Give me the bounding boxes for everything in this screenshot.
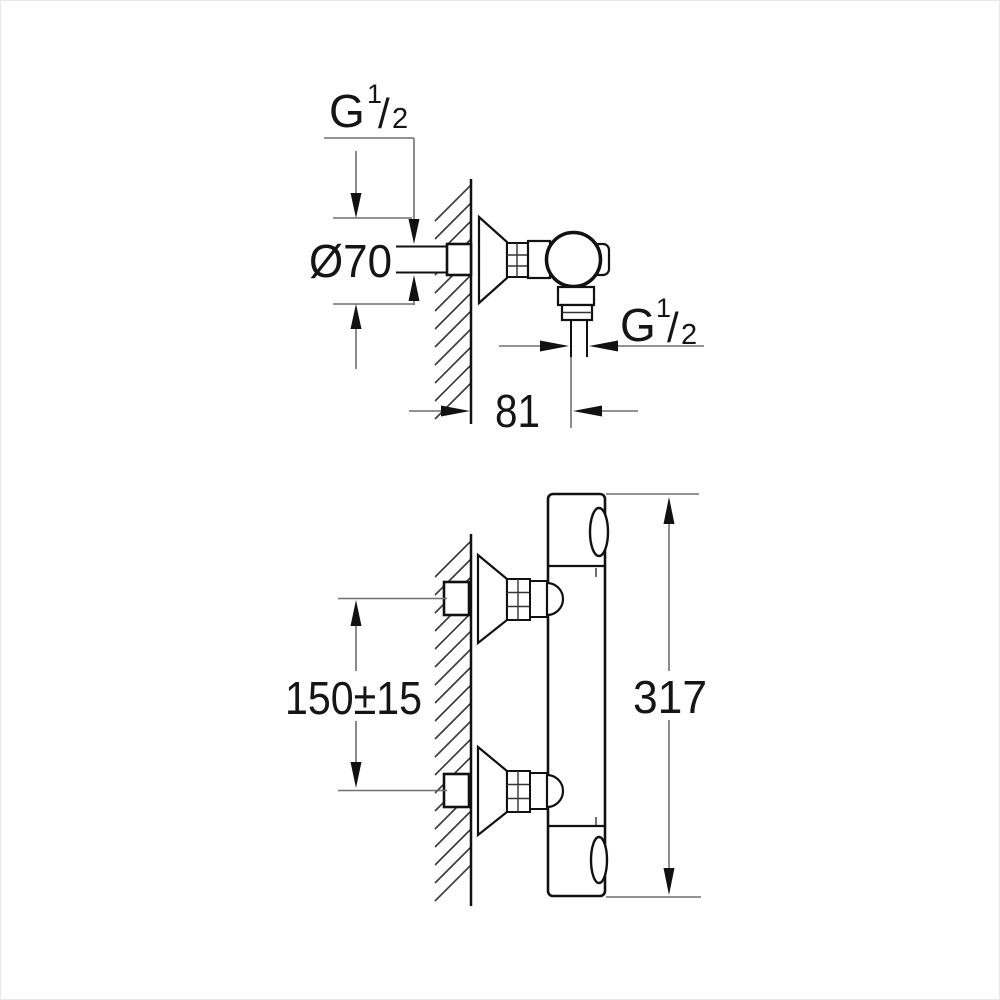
outlet-elbow (556, 285, 596, 307)
labels: G 1 / 2 Ø70 G 1 / 2 81 150±15 317 (285, 79, 707, 724)
spacing-arrow-up (350, 600, 362, 626)
height-arrow-up (663, 497, 675, 524)
bottom-knob-grip (589, 835, 609, 885)
rosette-dim-lines (333, 151, 414, 369)
bottom-nipple-square (442, 772, 471, 809)
supply-pipe-lines (396, 245, 447, 274)
outlet-thread-arrow-left (589, 340, 618, 352)
outlet-thread-label: G 1 / 2 (620, 293, 697, 351)
supply-nipple-square (445, 242, 473, 277)
wall-hatch (434, 184, 472, 420)
spacing-dimension-label: 150±15 (285, 672, 422, 724)
wall-thread-arrow-up (408, 275, 420, 301)
handle-knob (544, 230, 603, 289)
side-view (396, 179, 611, 428)
height-dimension-label: 317 (633, 671, 707, 723)
front-view (434, 492, 610, 906)
rosette-arrow-up (350, 304, 362, 329)
cap-lines (548, 564, 605, 828)
top-knob-grip (588, 506, 610, 558)
supply-pipe-fill (396, 247, 447, 272)
wall-thread-label: G 1 / 2 (329, 79, 408, 137)
depth-arrow-right (441, 405, 470, 417)
outlet-thread-label-sub: 2 (681, 319, 697, 351)
top-union-nut-facets (507, 579, 530, 620)
outlet-thread-label-sup: 1 (656, 293, 671, 323)
top-nipple-square (442, 580, 471, 617)
outlet-thread-label-base: G (620, 299, 656, 351)
spacing-dim-lines (338, 597, 447, 792)
outlet-thread-label-slash: / (667, 304, 679, 351)
bottom-union-nut-facets (507, 771, 530, 812)
bottom-inlet-bulge (545, 773, 565, 809)
wall-thread-label-base: G (329, 85, 365, 137)
outlet-thread-arrow-right (540, 340, 569, 352)
side-view-dimensions (324, 137, 704, 417)
wall-thread-label-slash: / (378, 90, 390, 137)
escutcheon-cone (477, 214, 509, 306)
bottom-escutcheon-cone (476, 744, 509, 838)
height-arrow-down (663, 868, 675, 895)
top-union-body (529, 580, 549, 618)
front-view-dimensions (338, 493, 701, 898)
spacing-arrow-down (350, 762, 362, 788)
wall-thread-arrow-down (408, 219, 420, 244)
top-escutcheon-cone (476, 552, 509, 646)
outlet-pipe (570, 320, 588, 357)
top-inlet-bulge (545, 581, 565, 617)
wall-thread-label-sub: 2 (392, 103, 408, 135)
depth-dimension-label: 81 (495, 385, 540, 437)
height-dim-lines (606, 493, 701, 898)
union-nut-facets (507, 243, 528, 277)
rosette-arrow-down (350, 193, 362, 218)
depth-arrow-left (573, 405, 602, 417)
wall-thread-label-sup: 1 (367, 79, 382, 109)
rosette-diameter-label: Ø70 (309, 235, 392, 287)
bottom-union-body (529, 772, 549, 810)
